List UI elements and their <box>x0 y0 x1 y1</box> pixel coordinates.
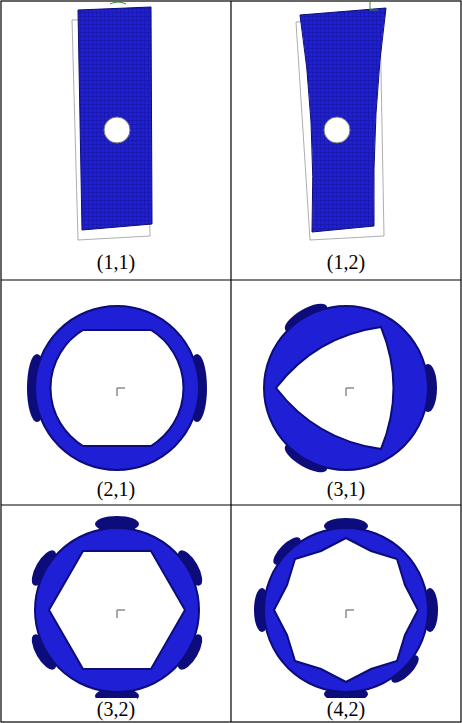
ring-mode <box>27 306 207 470</box>
ring-mode <box>27 516 207 704</box>
cylinder-mode <box>296 2 386 240</box>
mode-label: (4,2) <box>325 698 367 720</box>
mode-label: (3,1) <box>325 478 367 500</box>
mode-label: (3,2) <box>95 698 137 720</box>
mode-label: (1,1) <box>95 251 137 273</box>
mode-label: (1,2) <box>325 251 367 273</box>
ring-mode <box>254 518 438 702</box>
cylinder-mode <box>72 2 152 240</box>
ring-mode <box>264 298 437 478</box>
mode-label: (2,1) <box>95 478 137 500</box>
